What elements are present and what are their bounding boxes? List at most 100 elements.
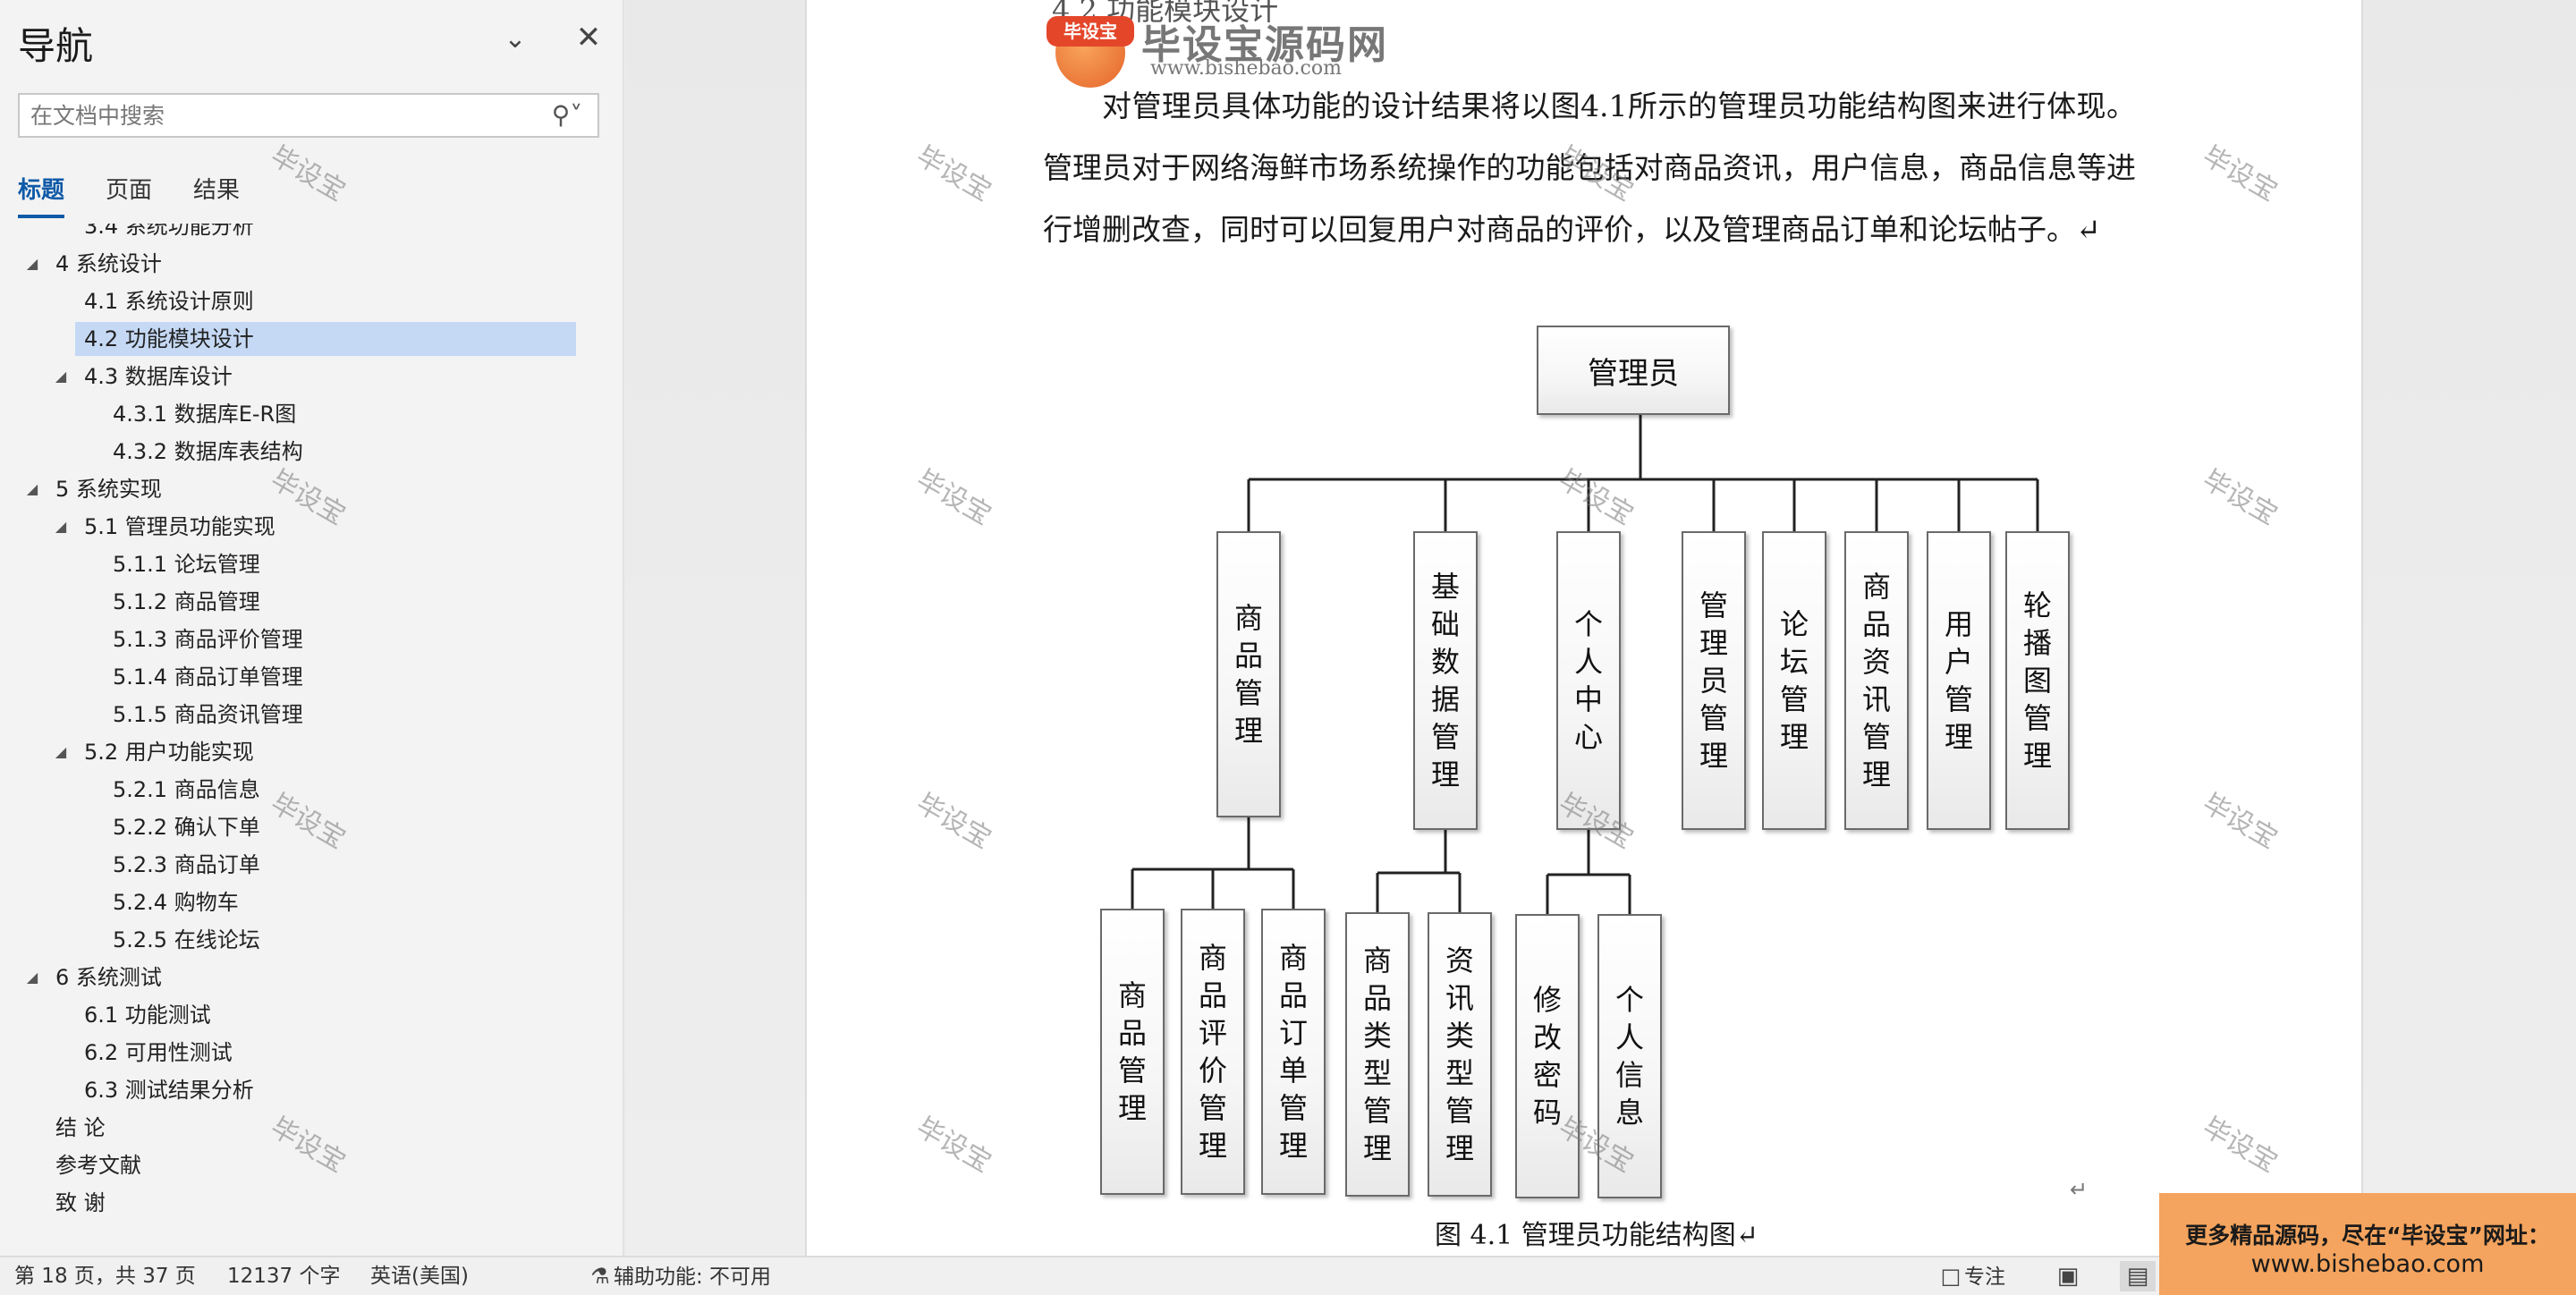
diagram-node-label: 个人中心: [1573, 607, 1603, 754]
outline-item-label: 4 系统设计: [55, 251, 162, 276]
diagram-node-label: 轮播图管理: [2022, 588, 2052, 773]
diagram-level2-node: 商品管理: [1100, 909, 1165, 1195]
logo-name: 毕设宝源码网: [1141, 22, 1388, 68]
outline-item[interactable]: 6.2 可用性测试: [0, 1036, 623, 1070]
outline-item-label: 6 系统测试: [55, 965, 162, 990]
body-paragraph[interactable]: 对管理员具体功能的设计结果将以图4.1所示的管理员功能结构图来进行体现。管理员对…: [1043, 89, 2136, 247]
selection-highlight: [75, 322, 576, 356]
outline-item[interactable]: 致 谢: [0, 1186, 623, 1220]
outline-item[interactable]: 参考文献: [0, 1148, 623, 1182]
focus-label: 专注: [1964, 1265, 2005, 1289]
tab-pages[interactable]: 页面: [106, 177, 153, 204]
diagram-node-label: 商品管理: [1117, 978, 1147, 1125]
outline-item[interactable]: 5.2.3 商品订单: [0, 848, 623, 882]
outline-item-label: 致 谢: [55, 1190, 106, 1215]
outline-item[interactable]: 5.2.1 商品信息: [0, 773, 623, 807]
close-icon[interactable]: ✕: [575, 20, 602, 55]
expand-triangle-icon[interactable]: ◢: [55, 743, 67, 760]
tab-headings[interactable]: 标题: [18, 172, 65, 218]
outline-item-label: 4.3 数据库设计: [84, 364, 233, 389]
read-mode-icon[interactable]: ▣: [2056, 1263, 2080, 1290]
page-count[interactable]: 第 18 页，共 37 页: [14, 1265, 196, 1288]
ad-banner[interactable]: 更多精品源码，尽在“毕设宝”网址： www.bishebao.com: [2159, 1193, 2576, 1295]
outline-item[interactable]: 6.3 测试结果分析: [0, 1073, 623, 1107]
expand-triangle-icon[interactable]: ◢: [26, 255, 38, 272]
diagram-level1-node: 个人中心: [1556, 531, 1621, 830]
diagram-node-label: 个人信息: [1614, 983, 1644, 1130]
diagram-level1-node: 论坛管理: [1762, 531, 1826, 830]
accessibility-status[interactable]: ⚗辅助功能: 不可用: [587, 1257, 771, 1295]
outline-item[interactable]: 3.4 系统功能分析: [0, 224, 623, 243]
outline-item[interactable]: 5.1.4 商品订单管理: [0, 660, 623, 694]
diagram-connectors: [1131, 415, 2039, 914]
outline-item-label: 5.2.2 确认下单: [113, 815, 260, 840]
diagram-node-label: 用户管理: [1944, 607, 1973, 754]
diagram-node-label: 管理员: [1588, 355, 1679, 392]
diagram-level1-node: 轮播图管理: [2005, 531, 2070, 830]
diagram-level2-node: 商品类型管理: [1345, 912, 1410, 1197]
search-icon[interactable]: ⚲˅: [551, 100, 583, 130]
outline-item-label: 5.1.1 论坛管理: [113, 552, 260, 577]
outline-item[interactable]: ◢ 6 系统测试: [0, 961, 623, 995]
outline-item-label: 5.1.4 商品订单管理: [113, 664, 303, 690]
search-input[interactable]: [30, 95, 531, 136]
outline-item-label: 4.3.1 数据库E-R图: [113, 402, 297, 427]
diagram-level1-node: 基础数据管理: [1413, 531, 1478, 830]
outline-item[interactable]: 4.3.1 数据库E-R图: [0, 397, 623, 431]
accessibility-icon: ⚗: [590, 1264, 610, 1289]
tab-results[interactable]: 结果: [193, 177, 241, 204]
outline-item[interactable]: 结 论: [0, 1111, 623, 1145]
outline-item[interactable]: 5.1.2 商品管理: [0, 585, 623, 619]
outline-item-label: 5.1.2 商品管理: [113, 589, 260, 614]
diagram-node-label: 商品管理: [1233, 601, 1263, 748]
outline-item[interactable]: ◢ 4.3 数据库设计: [0, 360, 623, 394]
outline-item[interactable]: 5.2.5 在线论坛: [0, 923, 623, 957]
outline-item[interactable]: ◢5.2 用户功能实现: [0, 735, 623, 769]
outline-item[interactable]: ◢5 系统实现: [0, 472, 623, 506]
outline-item[interactable]: 4.3.2 数据库表结构: [0, 435, 623, 469]
outline-item[interactable]: 5.2.2 确认下单: [0, 810, 623, 844]
word-count[interactable]: 12137 个字: [227, 1265, 341, 1288]
outline-item[interactable]: ◢ 4 系统设计: [0, 247, 623, 281]
outline-item-label: 5.1.5 商品资讯管理: [113, 702, 303, 727]
outline-item[interactable]: ◢ 5.1 管理员功能实现: [0, 510, 623, 544]
diagram-node-label: 修改密码: [1532, 983, 1562, 1130]
heading-outline: 3.4 系统功能分析 ◢ 4 系统设计 4.1 系统设计原则 4.2 功能模块设计 ◢ 4.…: [0, 224, 623, 1225]
expand-triangle-icon[interactable]: ◢: [55, 518, 67, 535]
focus-button[interactable]: □专注: [1937, 1257, 2005, 1295]
outline-item-label: 6.1 功能测试: [84, 1003, 211, 1028]
outline-item[interactable]: 5.1.5 商品资讯管理: [0, 698, 623, 732]
outline-item[interactable]: 4.1 系统设计原则: [0, 284, 623, 318]
outline-item-label: 5.2.3 商品订单: [113, 852, 260, 877]
focus-icon: □: [1940, 1264, 1962, 1289]
diagram-node-label: 商品评价管理: [1198, 941, 1227, 1163]
outline-item-label: 4.2 功能模块设计: [84, 326, 254, 351]
status-bar: 第 18 页，共 37 页 12137 个字 英语(美国) ⚗辅助功能: 不可用…: [0, 1256, 2576, 1295]
expand-triangle-icon[interactable]: ◢: [26, 480, 38, 497]
figure-caption: 图 4.1 管理员功能结构图↵: [1435, 1220, 1758, 1251]
language-indicator[interactable]: 英语(美国): [370, 1265, 469, 1288]
diagram-level2-node: 个人信息: [1597, 914, 1662, 1198]
expand-triangle-icon[interactable]: ◢: [26, 969, 38, 986]
chevron-down-icon[interactable]: ⌄: [504, 23, 527, 55]
navigation-pane: 导航 ⌄ ✕ ⚲˅ 标题 页面 结果 3.4 系统功能分析 ◢ 4 系统设计 4.1 …: [0, 0, 624, 1256]
logo: 毕设宝: [1046, 5, 1136, 88]
outline-item[interactable]: 6.1 功能测试: [0, 998, 623, 1032]
nav-title: 导航: [18, 24, 94, 68]
outline-item-label: 5.2.1 商品信息: [113, 777, 260, 802]
print-layout-icon[interactable]: ▤: [2120, 1261, 2156, 1291]
outline-item-label: 5.1 管理员功能实现: [84, 514, 275, 539]
outline-item-label: 结 论: [55, 1115, 106, 1140]
outline-item[interactable]: 5.2.4 购物车: [0, 885, 623, 919]
diagram-node-label: 论坛管理: [1779, 607, 1809, 754]
diagram-level2-node: 资讯类型管理: [1428, 912, 1492, 1197]
ad-line-2: www.bishebao.com: [2250, 1250, 2485, 1278]
outline-item[interactable]: 5.1.3 商品评价管理: [0, 622, 623, 656]
outline-item[interactable]: 4.2 功能模块设计: [0, 322, 623, 356]
outline-item-label: 4.3.2 数据库表结构: [113, 439, 303, 464]
nav-search-box[interactable]: ⚲˅: [18, 93, 599, 138]
diagram-node-label: 商品类型管理: [1362, 944, 1392, 1165]
outline-item-label: 6.3 测试结果分析: [84, 1078, 254, 1103]
expand-triangle-icon[interactable]: ◢: [55, 368, 67, 385]
outline-item[interactable]: 5.1.1 论坛管理: [0, 547, 623, 581]
